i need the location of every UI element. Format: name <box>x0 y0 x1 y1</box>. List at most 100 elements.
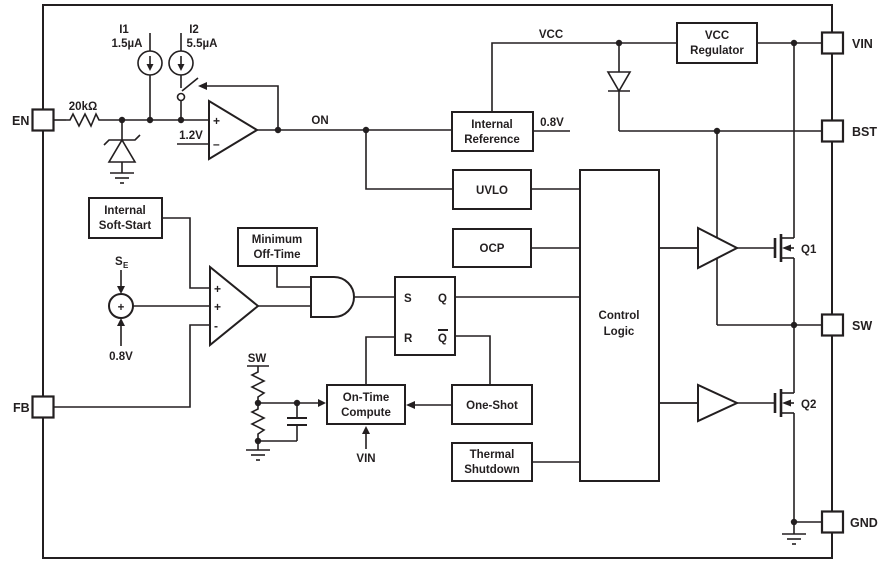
latch-r-label: R <box>404 333 413 345</box>
mosfet-arrow-icon <box>782 244 791 252</box>
thermal-shutdown-label-2: Shutdown <box>464 464 520 476</box>
mosfet-q2 <box>737 325 795 522</box>
ref-arrow <box>117 318 125 346</box>
uvlo-label: UVLO <box>476 185 508 197</box>
gnd-node-wires <box>782 518 822 545</box>
vcc-rail <box>491 39 822 135</box>
pin-label-en: EN <box>12 114 29 128</box>
latch-qbar-label: Q <box>438 333 447 345</box>
ground-icon <box>246 449 270 461</box>
bst-diode <box>606 43 632 131</box>
down-arrow-icon <box>117 286 125 294</box>
i1-value-label: 1.5µA <box>112 38 143 50</box>
latch-s-label: S <box>404 293 412 305</box>
pin-label-bst: BST <box>852 125 877 139</box>
se-arrow <box>117 270 125 294</box>
fb-wire <box>53 324 210 408</box>
internal-soft-start-block <box>88 197 163 239</box>
i2-enable-switch <box>176 77 199 120</box>
i2-name-label: I2 <box>189 24 199 36</box>
pin-label-vin: VIN <box>852 37 873 51</box>
q2-label: Q2 <box>801 399 816 411</box>
i1-name-label: I1 <box>119 24 129 36</box>
en-zener-diode <box>103 120 141 184</box>
soft-start-label-2: Soft-Start <box>99 220 152 232</box>
divider-capacitor <box>258 403 307 442</box>
soft-start-label-1: Internal <box>104 205 146 217</box>
pin-sw <box>820 313 845 337</box>
pin-fb <box>31 395 55 419</box>
mosfet-q1 <box>737 43 795 325</box>
on-time-compute-label-1: On-Time <box>343 392 389 404</box>
pin-label-fb: FB <box>13 401 30 415</box>
reference-out-label: 0.8V <box>540 117 564 129</box>
en-comparator <box>177 99 259 161</box>
sw-sense-divider <box>246 365 326 461</box>
vcc-regulator-block <box>676 22 758 64</box>
down-arrow-icon <box>177 64 185 71</box>
current-source-i1 <box>137 33 163 120</box>
on-time-compute-label-2: Compute <box>341 407 391 419</box>
ea-minus-sign: - <box>214 319 218 333</box>
vcc-regulator-label-1: VCC <box>705 30 729 42</box>
vcc-regulator-label-2: Regulator <box>690 45 744 57</box>
ea-plus1-sign: + <box>214 282 221 296</box>
up-arrow-icon <box>362 426 370 434</box>
sum-ref-label: 0.8V <box>109 351 133 363</box>
en-resistor-label: 20kΩ <box>69 101 97 113</box>
pin-label-sw: SW <box>852 319 872 333</box>
pin-en <box>31 108 55 132</box>
uvlo-block <box>452 169 532 210</box>
mosfet-arrow-icon <box>782 399 791 407</box>
internal-reference-block <box>451 111 534 152</box>
control-logic-block <box>579 169 660 482</box>
i2-value-label: 5.5µA <box>187 38 218 50</box>
thermal-shutdown-label-1: Thermal <box>470 449 515 461</box>
control-logic-label-2: Logic <box>604 326 635 338</box>
sw-node-wires <box>717 321 822 329</box>
ocp-label: OCP <box>480 243 505 255</box>
pin-vin <box>820 31 845 55</box>
se-subscript: E <box>123 261 129 270</box>
vcc-rail-label: VCC <box>539 29 563 41</box>
ic-boundary <box>42 4 833 559</box>
one-shot-block <box>451 384 533 425</box>
comparator-minus-sign: – <box>213 137 220 151</box>
control-logic-label-1: Control <box>599 310 640 322</box>
pin-label-gnd: GND <box>850 516 878 530</box>
vin-input-arrow <box>362 426 370 449</box>
comparator-ref-label: 1.2V <box>179 130 203 142</box>
latch-q-label: Q <box>438 293 447 305</box>
right-arrow-icon <box>318 399 326 407</box>
error-amplifier <box>209 264 260 348</box>
sum-plus-sign: + <box>118 302 125 314</box>
q1-label: Q1 <box>801 244 817 256</box>
current-source-i2 <box>168 33 194 88</box>
divider-resistor-top <box>250 369 266 401</box>
on-signal-wire <box>198 82 453 190</box>
thermal-shutdown-block <box>451 442 533 482</box>
down-arrow-icon <box>146 64 154 71</box>
divider-resistor-bottom <box>250 406 266 438</box>
min-off-time-label-2: Off-Time <box>253 249 300 261</box>
and-gate <box>310 276 395 318</box>
pin-gnd <box>820 510 845 534</box>
min-off-time-label-1: Minimum <box>252 234 302 246</box>
on-time-compute-block <box>326 384 406 425</box>
comparator-plus-sign: + <box>213 114 220 128</box>
pin-bst <box>820 119 845 143</box>
left-arrow-icon <box>406 401 415 409</box>
internal-reference-label-2: Reference <box>464 134 520 146</box>
soft-start-section <box>88 197 311 348</box>
up-arrow-icon <box>117 318 125 326</box>
internal-reference-label-1: Internal <box>471 119 513 131</box>
left-arrow-icon <box>198 82 207 90</box>
sr-latch <box>394 276 456 356</box>
ea-plus2-sign: + <box>214 300 221 314</box>
on-signal-label: ON <box>311 115 328 127</box>
vin-node-label: VIN <box>356 453 375 465</box>
sw-node-label: SW <box>248 353 267 365</box>
ground-icon <box>782 522 806 545</box>
